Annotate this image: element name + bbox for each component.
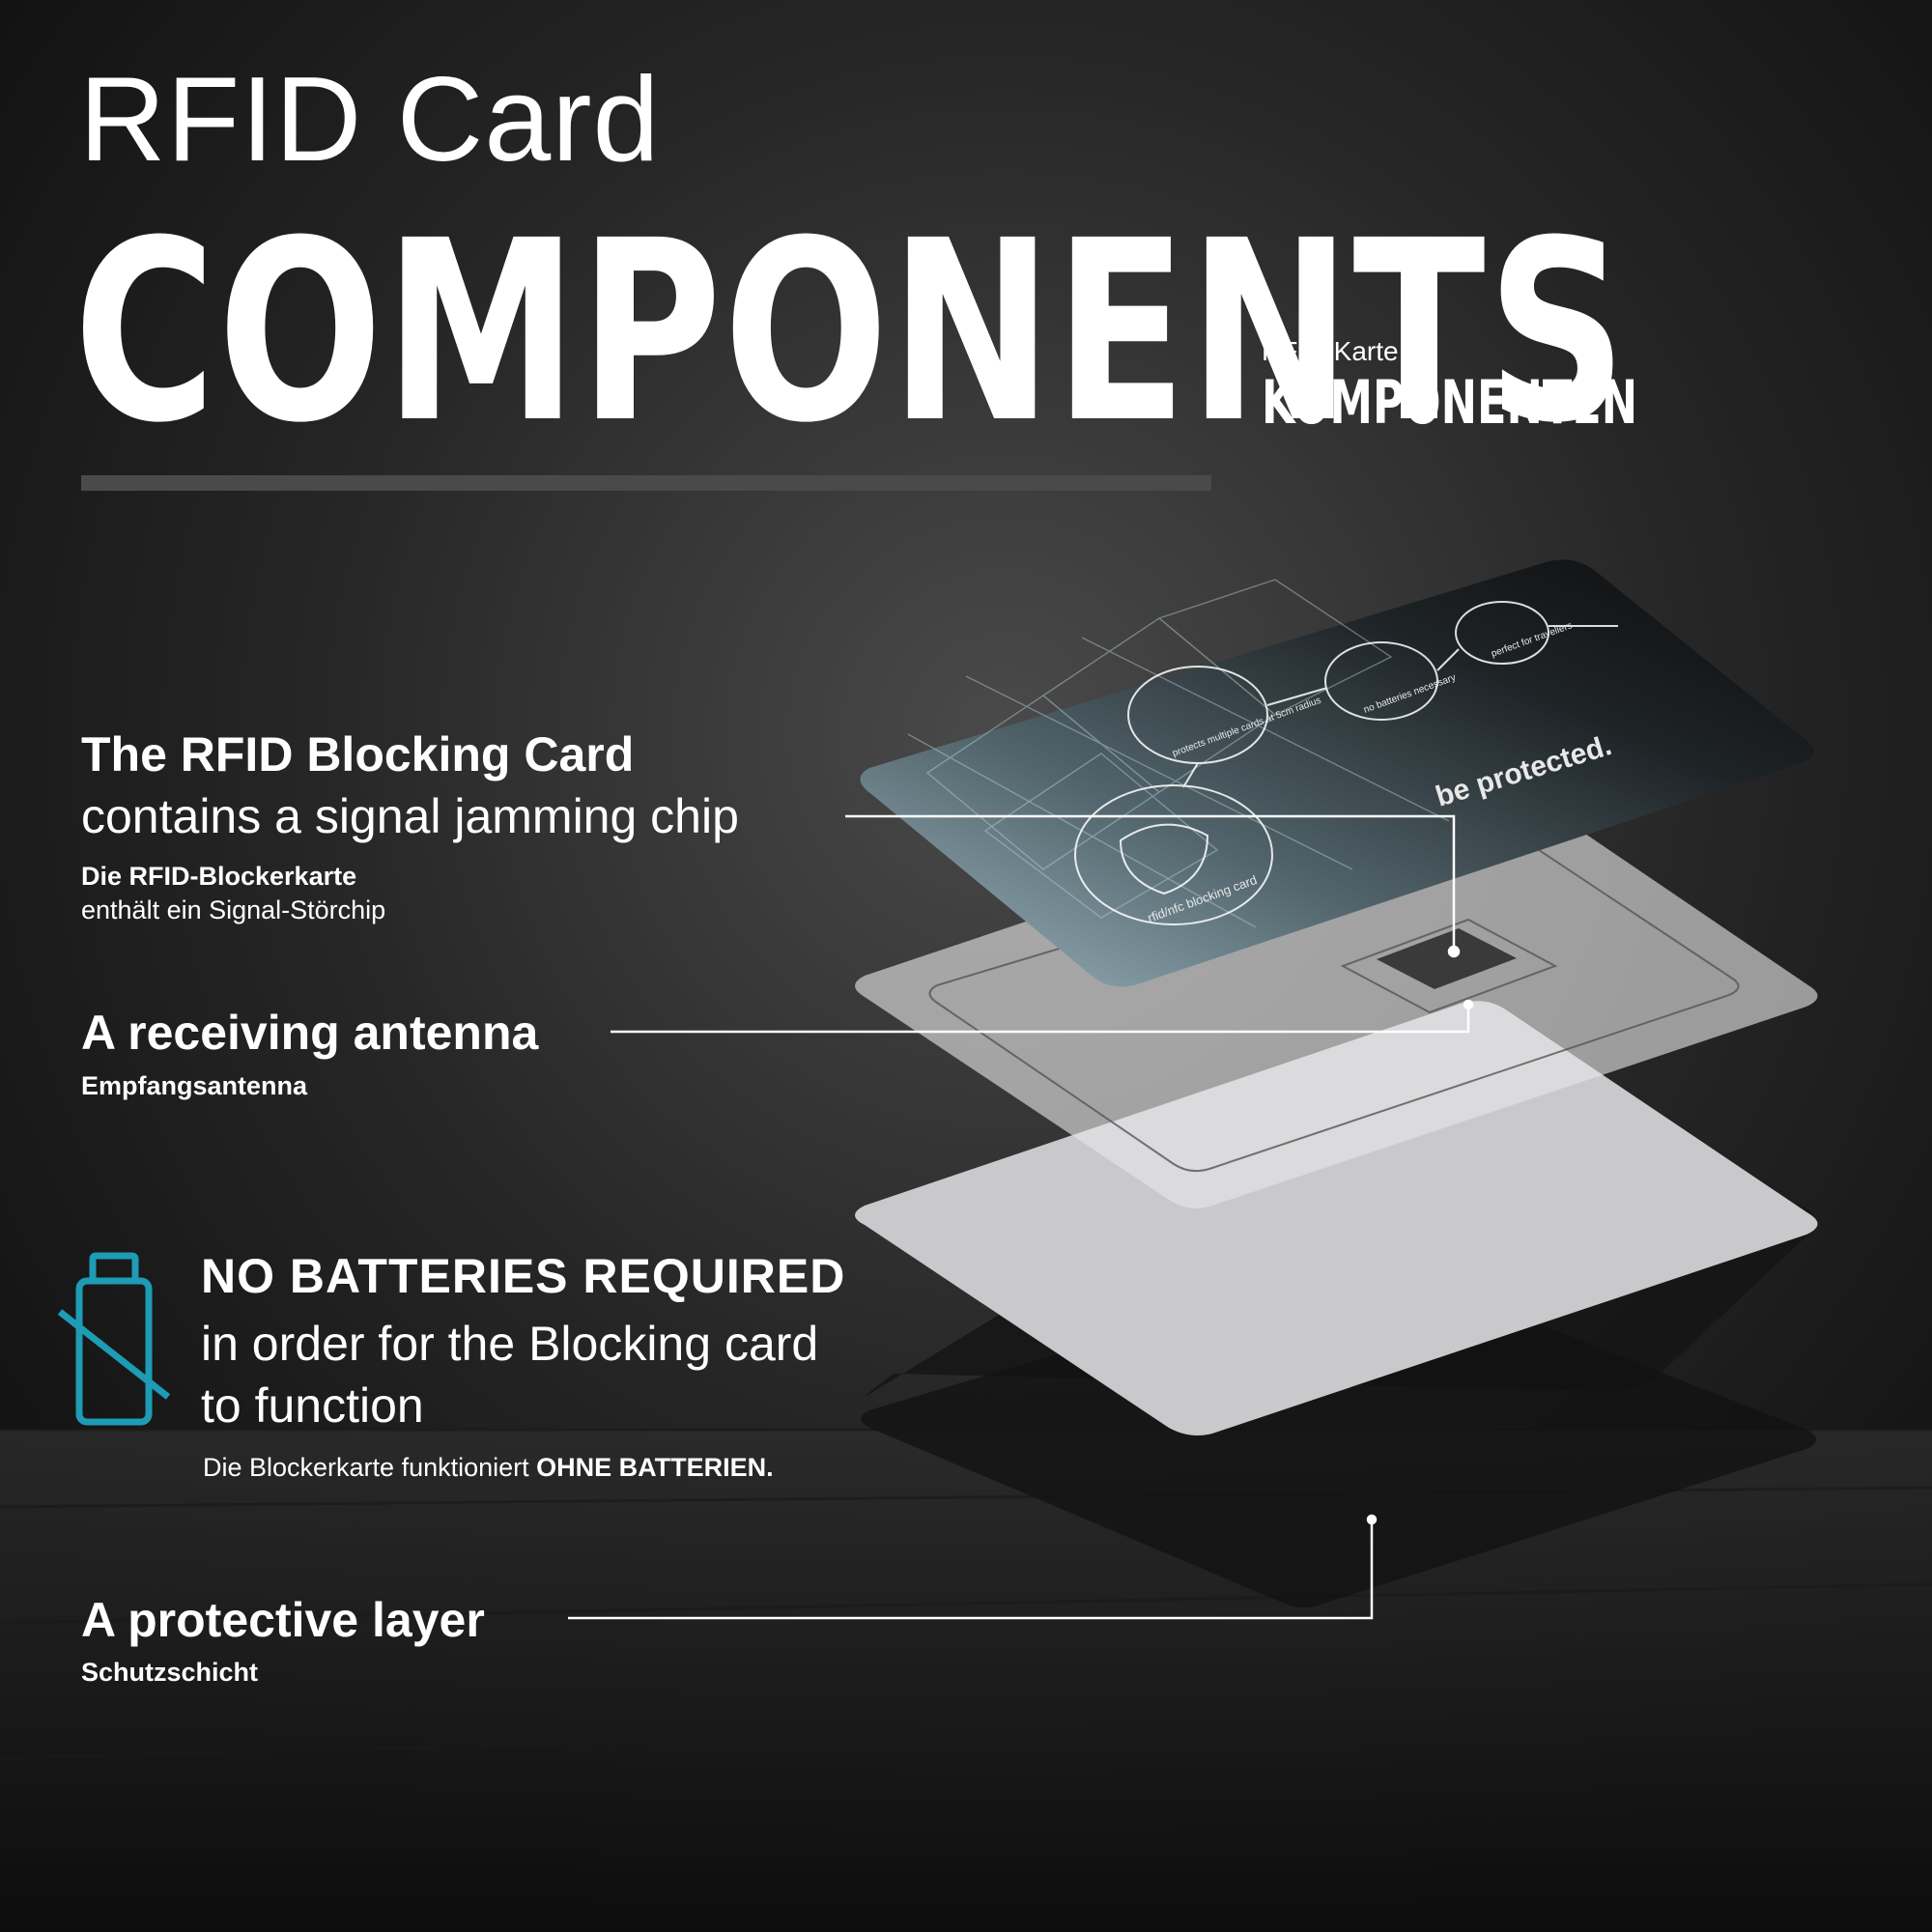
callout-protective: [568, 1521, 1374, 1620]
blocking-card-title: The RFID Blocking Card: [81, 727, 635, 781]
antenna-chip-frame: [1340, 918, 1558, 1014]
no-battery-icon: [57, 1252, 171, 1426]
no-batteries-line-2: to function: [201, 1378, 424, 1433]
no-batteries-title: NO BATTERIES REQUIRED: [201, 1249, 846, 1303]
base-layer: [855, 1001, 1818, 1435]
no-batteries-de-emphasis: OHNE BATTERIEN.: [536, 1453, 774, 1482]
batteries-badge: [1324, 641, 1438, 721]
antenna-de-title: Empfangsantenna: [81, 1071, 308, 1100]
blocking-card-de-subtitle: enthält ein Signal-Störchip: [81, 895, 386, 924]
protective-layer-title: A protective layer: [81, 1593, 485, 1647]
blocking-card-subtitle: contains a signal jamming chip: [81, 789, 739, 843]
title-line-2: COMPONENTS: [73, 187, 1629, 477]
title-line-1: RFID Card: [79, 53, 661, 186]
blocking-card: [860, 559, 1815, 987]
no-batteries-line-1: in order for the Blocking card: [201, 1317, 819, 1371]
blocking-card-de-title: Die RFID-Blockerkarte: [81, 862, 357, 891]
card-badges: [1074, 601, 1618, 925]
callout-lines: [568, 814, 1474, 1620]
blocking-badge: [1074, 784, 1273, 925]
shield-icon: [1119, 823, 1209, 895]
callout-antenna: [611, 1005, 1470, 1034]
jamming-chip: [1377, 928, 1517, 989]
travellers-badge: [1455, 601, 1549, 665]
subtitle-de-line-1: RFID-Karte: [1262, 336, 1399, 366]
protective-layer-de-title: Schutzschicht: [81, 1658, 259, 1687]
subtitle-de-line-2: KOMPONENTEN: [1262, 367, 1638, 438]
antenna-title: A receiving antenna: [81, 1006, 539, 1060]
no-batteries-de-line: Die Blockerkarte funktioniert OHNE BATTE…: [203, 1455, 774, 1481]
antenna-layer: [855, 773, 1818, 1208]
title-underline: [81, 475, 1211, 491]
callout-chip: [845, 814, 1456, 952]
no-batteries-de-prefix: Die Blockerkarte funktioniert: [203, 1453, 529, 1482]
